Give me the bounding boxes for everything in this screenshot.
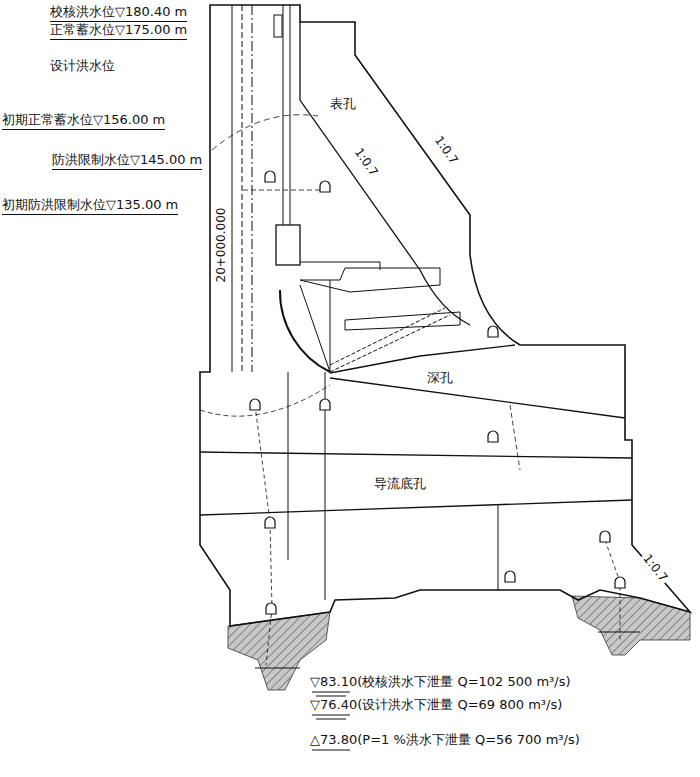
water-level-label: 设计洪水位 [50, 58, 115, 74]
tailwater-label: ▽76.40(设计洪水下泄量 Q=69 800 m³/s) [310, 697, 562, 713]
water-level-label: 防洪限制水位▽145.00 m [52, 152, 202, 170]
part-label: 深孔 [427, 370, 453, 386]
slope-label: 1:0.7 [349, 143, 382, 181]
station-label: 20+000.000 [213, 206, 229, 285]
tailwater-label: △73.80(P=1 %洪水下泄量 Q=56 700 m³/s) [310, 732, 580, 748]
slope-label: 1:0.7 [638, 549, 672, 586]
part-label: 导流底孔 [374, 476, 426, 492]
part-label: 表孔 [330, 96, 356, 112]
water-level-label: 初期正常蓄水位▽156.00 m [2, 112, 165, 130]
tailwater-label: ▽83.10(校核洪水下泄量 Q=102 500 m³/s) [310, 674, 571, 690]
water-level-label: 正常蓄水位▽175.00 m [50, 22, 187, 40]
water-level-label: 初期防洪限制水位▽135.00 m [2, 197, 178, 215]
slope-label: 1:0.7 [429, 131, 462, 169]
water-level-label: 校核洪水位▽180.40 m [50, 4, 187, 22]
